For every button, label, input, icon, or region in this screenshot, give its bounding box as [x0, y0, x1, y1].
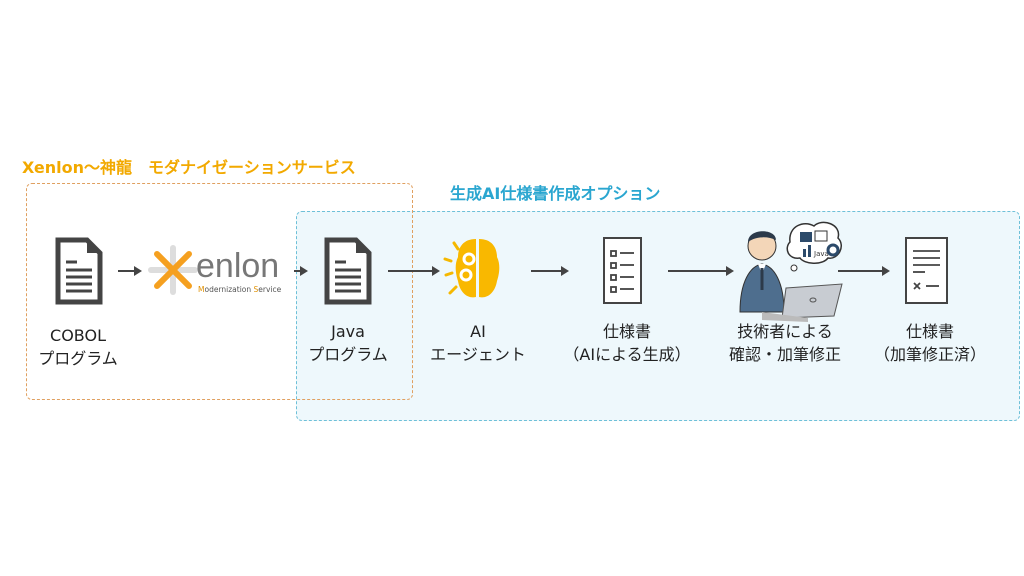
document-icon [324, 237, 372, 305]
xenlon-star-icon [148, 245, 198, 295]
step-engineer-review-label: 技術者による確認・加筆修正 [728, 322, 841, 364]
modernization-group [26, 183, 413, 400]
edited-document-icon [905, 237, 948, 304]
brain-icon [443, 239, 500, 298]
arrow [668, 266, 734, 276]
arrow [294, 266, 308, 276]
checklist-icon [603, 237, 642, 304]
step-spec-final-label: 仕様書（加筆修正済） [873, 322, 986, 364]
engineer-icon: Java [739, 221, 843, 322]
arrow [531, 266, 569, 276]
svg-text:Java: Java [813, 250, 829, 258]
document-icon [55, 237, 103, 305]
arrow [388, 266, 440, 276]
arrow [118, 266, 142, 276]
ai-option-group [296, 211, 1020, 421]
modernization-title: Xenlon～神龍 モダナイゼーションサービス [22, 158, 356, 177]
xenlon-logo: enlon Modernization Service [148, 245, 293, 300]
step-spec-generated-label: 仕様書（AIによる生成） [563, 322, 691, 364]
ai-option-title: 生成AI仕様書作成オプション [450, 184, 661, 203]
arrow [838, 266, 890, 276]
